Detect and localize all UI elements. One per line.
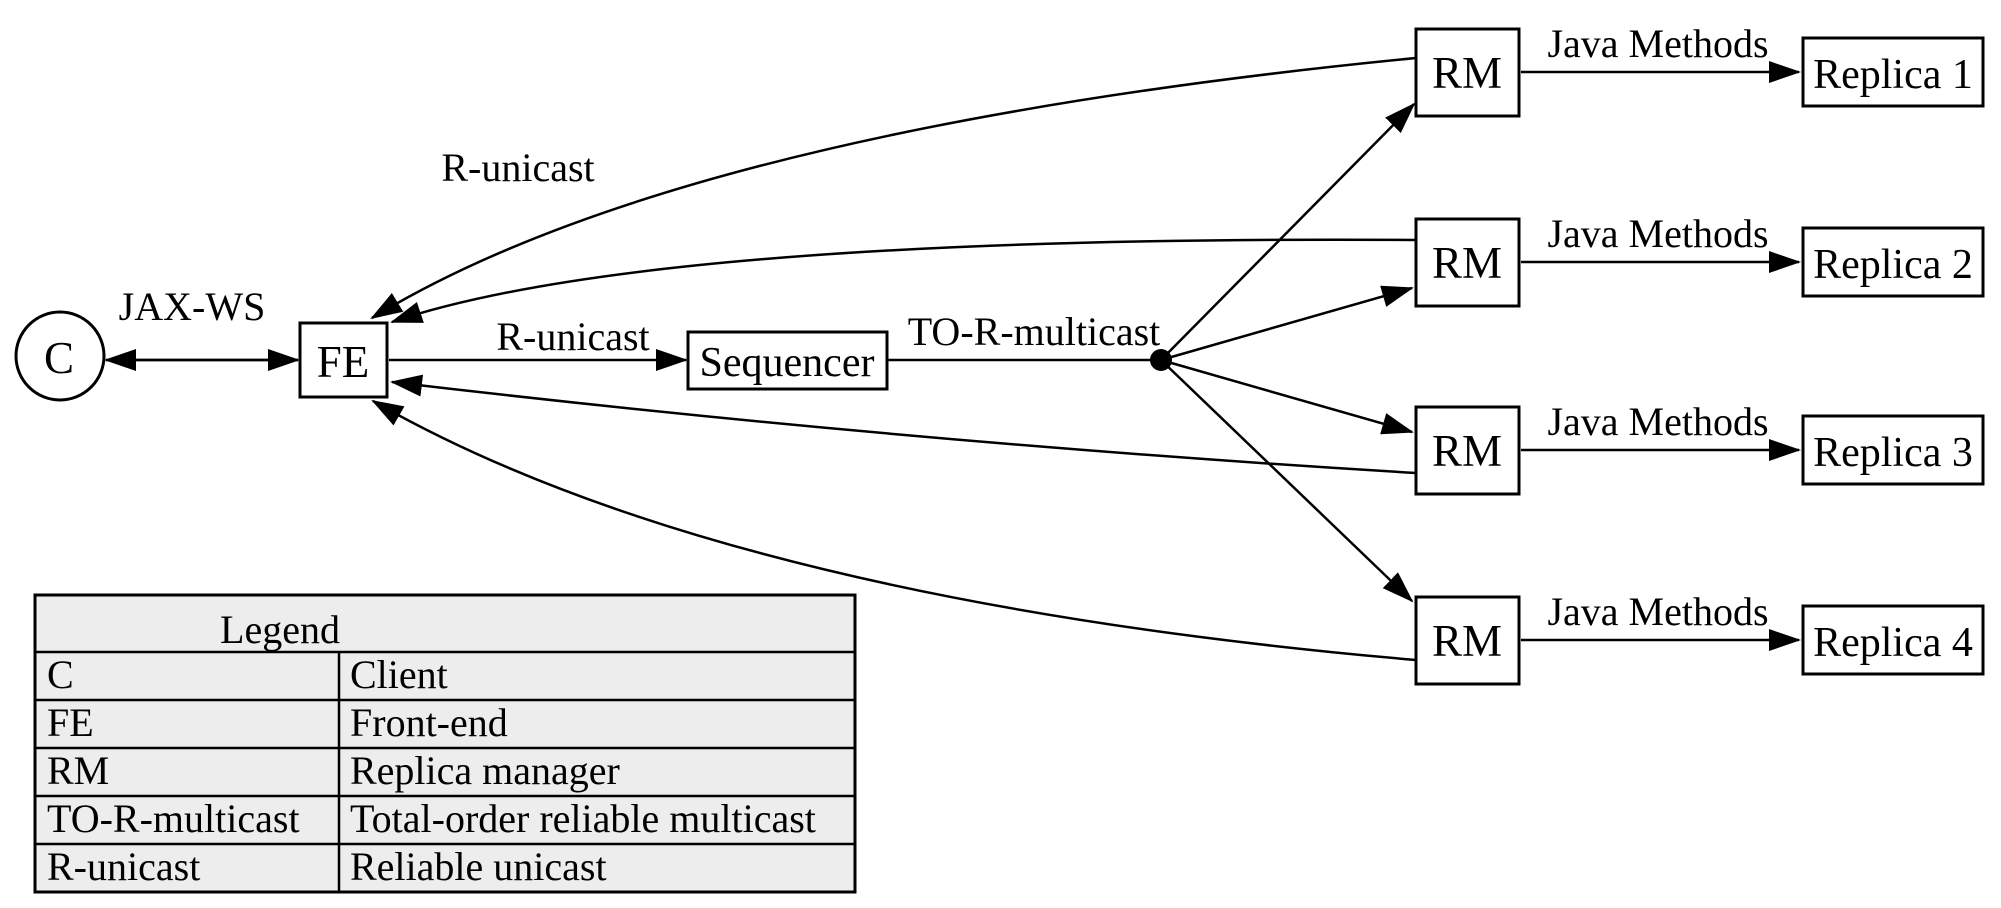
replica1-label: Replica 1 [1813, 52, 1973, 98]
legend-row-r-unicast: R-unicast Reliable unicast [47, 844, 607, 889]
edge-label-to-r-multicast: TO-R-multicast [908, 309, 1161, 354]
edge-label-java-methods-1: Java Methods [1547, 21, 1768, 66]
edge-multicast-to-rm3 [1160, 358, 1414, 435]
legend-table: Legend C Client FE Front-end RM Replica … [33, 593, 857, 894]
rm2-box [1414, 217, 1521, 308]
rm3-label: RM [1432, 426, 1502, 476]
edge-label-r-unicast-top: R-unicast [441, 145, 594, 190]
edge-label-r-unicast-mid: R-unicast [496, 314, 649, 359]
rm2-label: RM [1432, 238, 1502, 288]
legend-row-client: C Client [47, 652, 448, 697]
replica2-label: Replica 2 [1813, 242, 1973, 288]
edge-multicast-to-rm1 [1160, 102, 1416, 361]
sequencer-label: Sequencer [700, 340, 875, 386]
frontend-label: FE [317, 337, 370, 387]
legend-description: Reliable unicast [350, 844, 607, 889]
rm1-box [1414, 27, 1521, 118]
replica3-box [1801, 414, 1985, 486]
legend-description: Total-order reliable multicast [350, 796, 816, 841]
legend-title: Legend [220, 607, 340, 652]
replica4-label: Replica 4 [1813, 620, 1973, 666]
edge-rm4-return-to-frontend [371, 399, 1417, 662]
replica1-box [1801, 36, 1985, 108]
sequencer-node: Sequencer [686, 330, 889, 391]
edge-label-jax-ws: JAX-WS [119, 284, 266, 329]
replica-node-3: Replica 3 [1801, 414, 1985, 486]
edge-label-java-methods-2: Java Methods [1547, 211, 1768, 256]
legend-row-frontend: FE Front-end [47, 700, 508, 745]
replica-manager-node-1: RM [1414, 27, 1521, 118]
multicast-point [1150, 349, 1172, 371]
edge-rm1-return-to-frontend [370, 56, 1417, 320]
legend-term: C [47, 652, 74, 697]
legend-description: Front-end [350, 700, 508, 745]
legend-term: RM [47, 748, 109, 793]
replica-node-1: Replica 1 [1801, 36, 1985, 108]
replica4-box [1801, 604, 1985, 676]
edge-multicast-to-rm4 [1160, 359, 1414, 603]
replica-node-2: Replica 2 [1801, 226, 1985, 298]
sequencer-box [686, 330, 889, 391]
legend-term: R-unicast [47, 844, 200, 889]
edge-labels: JAX-WS R-unicast R-unicast TO-R-multicas… [119, 21, 1769, 634]
client-circle [14, 310, 106, 402]
legend-description: Client [350, 652, 448, 697]
replica-manager-node-4: RM [1414, 595, 1521, 686]
edge-multicast-to-rm2 [1160, 285, 1414, 362]
legend-row-replica-manager: RM Replica manager [47, 748, 620, 793]
edge-label-java-methods-3: Java Methods [1547, 399, 1768, 444]
frontend-box [298, 321, 389, 399]
client-label: C [44, 333, 74, 383]
legend-term: TO-R-multicast [47, 796, 300, 841]
edges [104, 56, 1801, 662]
edge-rm3-return-to-frontend [390, 374, 1417, 475]
frontend-node: FE [298, 321, 389, 399]
replica3-label: Replica 3 [1813, 430, 1973, 476]
edge-label-java-methods-4: Java Methods [1547, 589, 1768, 634]
legend-row-to-r-multicast: TO-R-multicast Total-order reliable mult… [47, 796, 816, 841]
rm3-box [1414, 405, 1521, 496]
legend-background [33, 593, 857, 894]
rm4-label: RM [1432, 616, 1502, 666]
rm4-box [1414, 595, 1521, 686]
legend-term: FE [47, 700, 94, 745]
replica-node-4: Replica 4 [1801, 604, 1985, 676]
replica-manager-node-3: RM [1414, 405, 1521, 496]
replica2-box [1801, 226, 1985, 298]
client-node: C [14, 310, 106, 402]
replica-manager-node-2: RM [1414, 217, 1521, 308]
legend-description: Replica manager [350, 748, 620, 793]
edge-rm2-return-to-frontend [390, 238, 1417, 324]
rm1-label: RM [1432, 48, 1502, 98]
